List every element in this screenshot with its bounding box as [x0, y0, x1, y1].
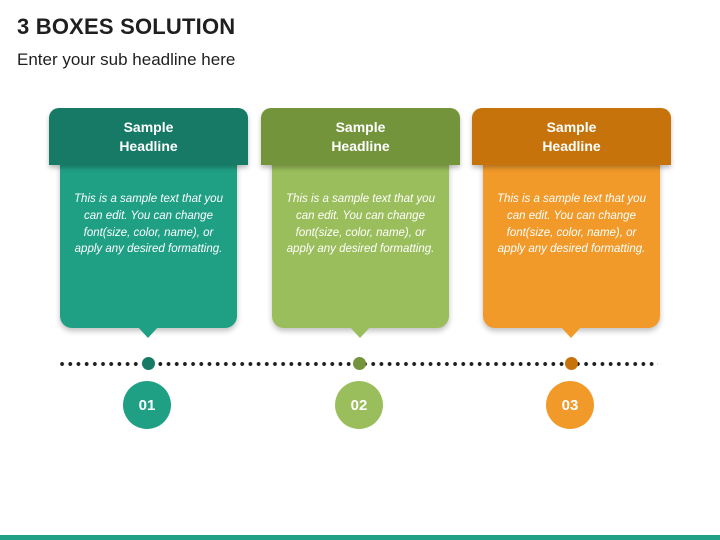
box-2-pointer: [349, 326, 371, 338]
page-title: 3 BOXES SOLUTION: [17, 14, 236, 39]
box-2: Sample Headline This is a sample text th…: [261, 108, 461, 358]
step-number-3: 03: [546, 381, 594, 429]
box-2-text: This is a sample text that you can edit.…: [286, 193, 435, 256]
box-3: Sample Headline This is a sample text th…: [472, 108, 672, 358]
box-2-headline: Sample Headline: [331, 118, 390, 154]
step-number-1-label: 01: [138, 396, 156, 414]
step-number-1: 01: [123, 381, 171, 429]
timeline-marker-1: [142, 357, 155, 370]
box-2-body: [272, 158, 449, 328]
box-3-header: Sample Headline: [472, 108, 671, 165]
step-number-2: 02: [335, 381, 383, 429]
box-3-headline: Sample Headline: [542, 118, 601, 154]
box-1-headline: Sample Headline: [119, 118, 178, 154]
step-number-3-label: 03: [561, 396, 579, 414]
box-1-pointer: [137, 326, 159, 338]
box-3-pointer: [560, 326, 582, 338]
bottom-accent-bar: [0, 535, 720, 540]
timeline-marker-3: [565, 357, 578, 370]
step-number-2-label: 02: [350, 396, 368, 414]
box-1-text: This is a sample text that you can edit.…: [74, 193, 223, 256]
box-1: Sample Headline This is a sample text th…: [49, 108, 249, 358]
box-3-text: This is a sample text that you can edit.…: [497, 193, 646, 256]
timeline-marker-2: [353, 357, 366, 370]
box-1-header: Sample Headline: [49, 108, 248, 165]
box-3-body: [483, 158, 660, 328]
page-subtitle: Enter your sub headline here: [17, 50, 236, 69]
box-1-body: [60, 158, 237, 328]
box-2-header: Sample Headline: [261, 108, 460, 165]
